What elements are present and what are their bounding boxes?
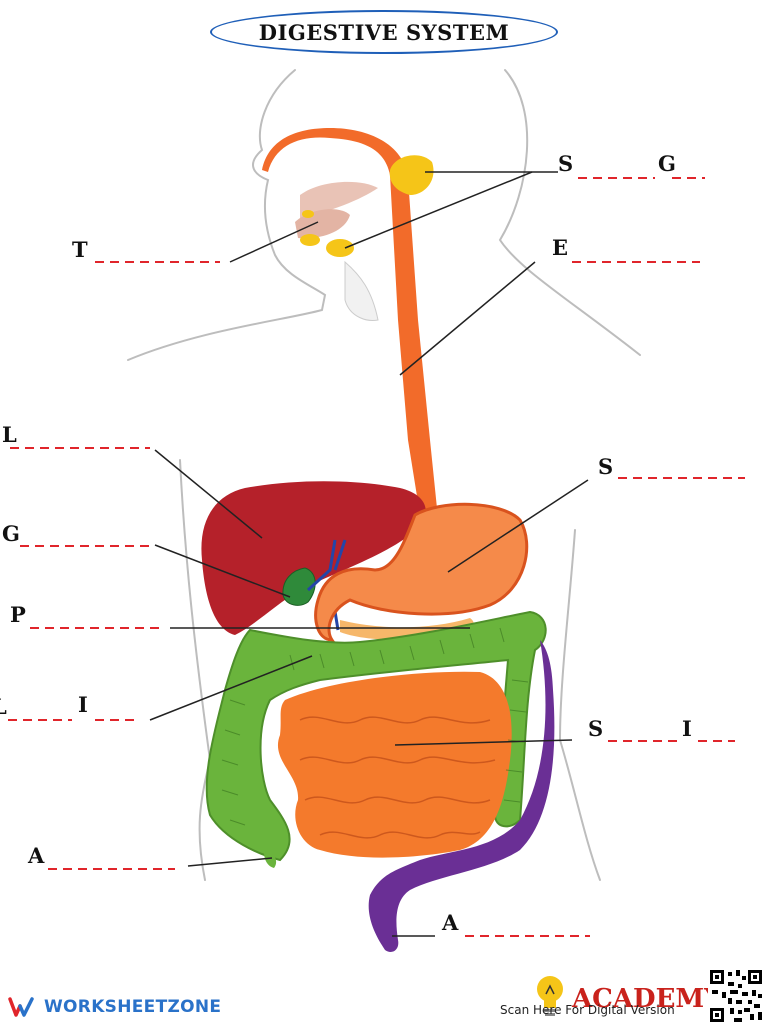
scan-instruction: Scan Here For Digital Version <box>500 1003 675 1017</box>
salivary-gland-small <box>302 210 314 218</box>
label-stomach: S <box>598 454 614 479</box>
leader-stomach <box>447 479 589 573</box>
esophagus-shape <box>262 128 438 518</box>
label-gallbladder: G <box>2 521 20 546</box>
label-large-intestine-2: I <box>78 692 88 717</box>
label-tongue: T <box>72 237 88 262</box>
label-small-intestine-2: I <box>682 716 692 741</box>
leader-large-intestine <box>149 655 313 721</box>
leader-lines <box>149 171 589 937</box>
small-intestine-shape <box>277 671 512 858</box>
label-salivary-glands-1: S <box>558 151 574 176</box>
brand-name: WORKSHEETZONE <box>44 997 222 1017</box>
rectum-shape <box>368 640 555 952</box>
throat <box>344 260 379 321</box>
leader-appendix <box>187 857 273 867</box>
label-liver: L <box>2 422 17 447</box>
worksheetzone-brand: WORKSHEETZONE <box>8 996 221 1018</box>
body-outline <box>127 69 641 881</box>
appendix-shape <box>264 845 277 868</box>
qr-code-icon[interactable] <box>708 968 764 1024</box>
leader-salivary-lower <box>344 171 533 249</box>
leader-gallbladder <box>154 544 291 598</box>
label-small-intestine-1: S <box>588 716 604 741</box>
label-appendix: A <box>28 843 45 868</box>
leader-liver <box>154 449 263 539</box>
label-salivary-glands-2: G <box>658 151 676 176</box>
salivary-gland-mid <box>300 234 320 246</box>
large-intestine-texture <box>221 627 529 826</box>
page-title: DIGESTIVE SYSTEM <box>258 19 510 45</box>
label-anus: A <box>442 910 459 935</box>
salivary-gland-upper <box>389 155 434 195</box>
label-esophagus: E <box>552 235 569 260</box>
leader-small-intestine <box>394 739 573 746</box>
label-pancreas: P <box>10 602 26 627</box>
small-intestine-coils <box>299 716 496 839</box>
salivary-gland-lower <box>326 239 354 257</box>
lightbulb-icon <box>537 976 563 1016</box>
stomach-shape <box>314 502 529 642</box>
answer-lines <box>8 177 745 937</box>
worksheetzone-logo-icon <box>8 997 34 1017</box>
liver-shape <box>201 481 426 635</box>
label-large-intestine-1: L <box>0 696 7 717</box>
large-intestine-shape <box>205 610 547 862</box>
leader-tongue <box>229 221 319 263</box>
leader-esophagus <box>399 261 536 376</box>
nasal-cavity <box>300 181 378 218</box>
title-banner: DIGESTIVE SYSTEM <box>210 10 558 54</box>
